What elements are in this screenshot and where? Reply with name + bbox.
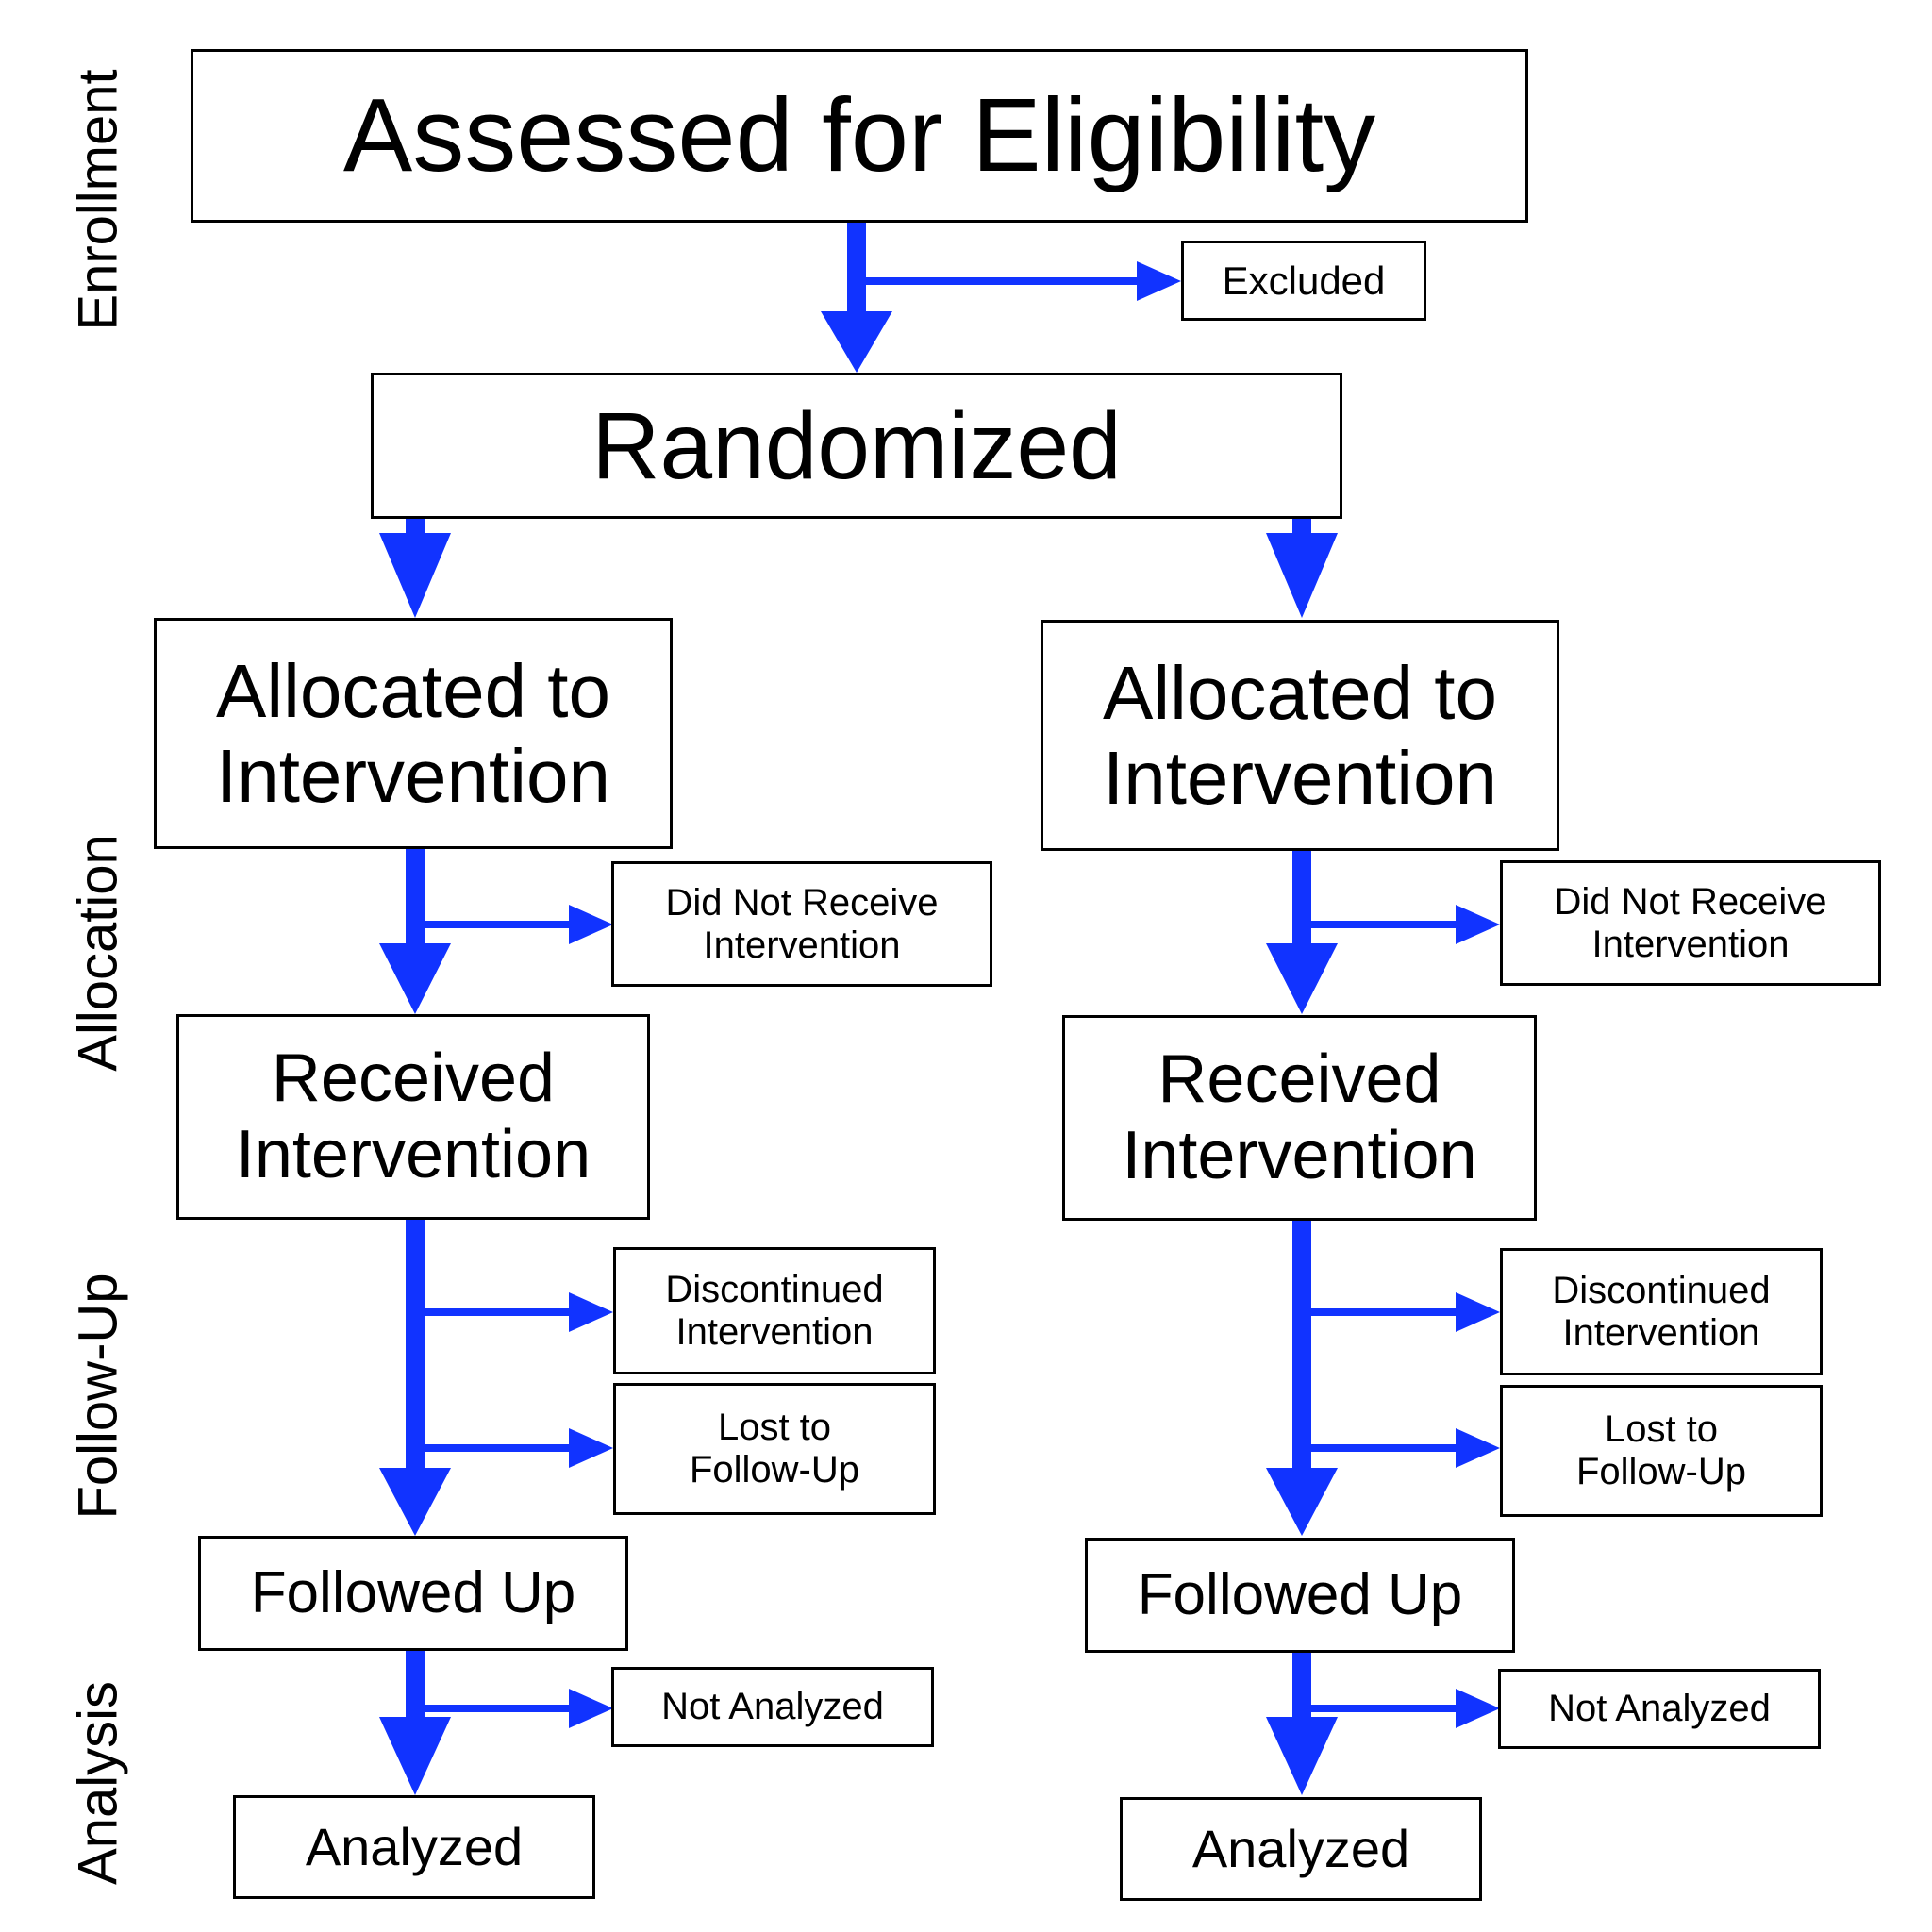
assessed-for-eligibility-box: Assessed for Eligibility <box>191 49 1528 223</box>
arrow-arm2-allocated-to-received <box>1266 849 1338 1014</box>
arm1-lost-box: Lost to Follow-Up <box>613 1383 936 1515</box>
arrow-arm1-discontinued <box>425 1292 613 1332</box>
arm2-discontinued-box: Discontinued Intervention <box>1500 1248 1823 1375</box>
arrow-randomized-to-arm1 <box>379 519 451 618</box>
arrow-arm1-followed-to-analyzed <box>379 1651 451 1795</box>
arrow-to-excluded <box>866 261 1181 301</box>
arrow-randomized-to-arm2 <box>1266 519 1338 618</box>
randomized-box: Randomized <box>371 373 1342 519</box>
arm2-followed-up-box: Followed Up <box>1085 1538 1515 1653</box>
arm1-followed-up-box: Followed Up <box>198 1536 628 1651</box>
arrow-arm1-lost <box>425 1428 613 1468</box>
arm1-not-analyzed-box: Not Analyzed <box>611 1667 934 1747</box>
arrow-arm2-received-to-followed <box>1266 1220 1338 1536</box>
arm1-analyzed-box: Analyzed <box>233 1795 595 1899</box>
arm1-received-box: Received Intervention <box>176 1014 650 1220</box>
arrow-arm2-did-not-receive <box>1311 905 1500 944</box>
arrow-arm1-received-to-followed <box>379 1220 451 1536</box>
arm1-allocated-box: Allocated to Intervention <box>154 618 673 849</box>
arrow-assessed-to-randomized <box>821 222 892 373</box>
arm2-not-analyzed-box: Not Analyzed <box>1498 1669 1821 1749</box>
arrow-arm1-allocated-to-received <box>379 849 451 1014</box>
arm1-did-not-receive-box: Did Not Receive Intervention <box>611 861 992 987</box>
arrow-arm1-did-not-receive <box>425 905 613 944</box>
arrow-arm1-not-analyzed <box>425 1689 613 1728</box>
arrow-arm2-followed-to-analyzed <box>1266 1651 1338 1795</box>
arm2-analyzed-box: Analyzed <box>1120 1797 1482 1901</box>
arrow-arm2-not-analyzed <box>1311 1689 1500 1728</box>
arm2-lost-box: Lost to Follow-Up <box>1500 1385 1823 1517</box>
arm2-allocated-box: Allocated to Intervention <box>1041 620 1559 851</box>
excluded-box: Excluded <box>1181 241 1426 321</box>
arm1-discontinued-box: Discontinued Intervention <box>613 1247 936 1374</box>
arrow-arm2-lost <box>1311 1428 1500 1468</box>
arm2-did-not-receive-box: Did Not Receive Intervention <box>1500 860 1881 986</box>
arm2-received-box: Received Intervention <box>1062 1015 1537 1221</box>
arrow-arm2-discontinued <box>1311 1292 1500 1332</box>
